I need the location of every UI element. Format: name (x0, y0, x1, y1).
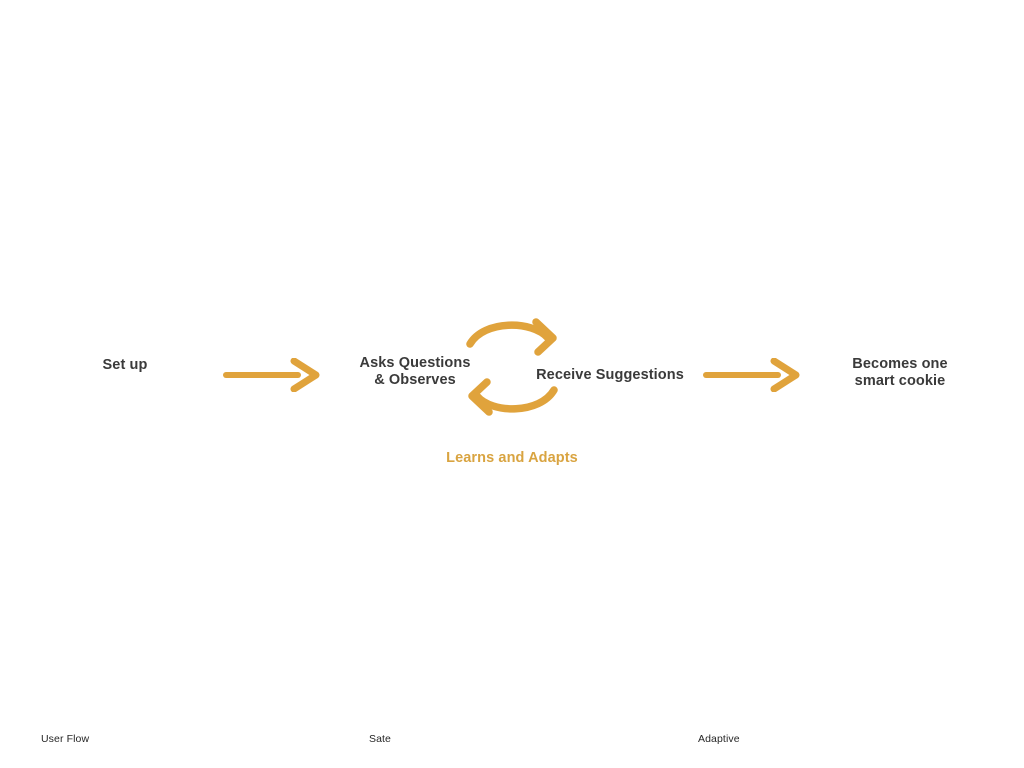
learning-cycle-arrows (458, 308, 568, 426)
connector-arrow-receive-to-becomes (702, 357, 802, 393)
right-arrow-icon (223, 357, 320, 393)
user-flow-diagram: Set up Asks Questions & Observes (0, 300, 1024, 490)
connector-arrow-setup-to-asks (222, 357, 322, 393)
curved-arrow-counterclockwise-icon (468, 378, 558, 416)
flow-node-set-up: Set up (102, 357, 148, 373)
footer-label-sate: Sate (369, 733, 391, 745)
flow-node-receive-suggestions: Receive Suggestions (536, 367, 684, 383)
learning-cycle-caption: Learns and Adapts (446, 450, 578, 466)
curved-arrow-clockwise-icon (466, 318, 557, 356)
footer-label-adaptive: Adaptive (698, 733, 740, 745)
cycle-arrows-svg (466, 318, 558, 416)
flow-node-becomes-smart-cookie: Becomes one smart cookie (852, 356, 948, 389)
right-arrow-icon (703, 357, 800, 393)
flow-node-asks-questions: Asks Questions & Observes (359, 355, 471, 388)
footer-label-user-flow: User Flow (41, 733, 90, 745)
